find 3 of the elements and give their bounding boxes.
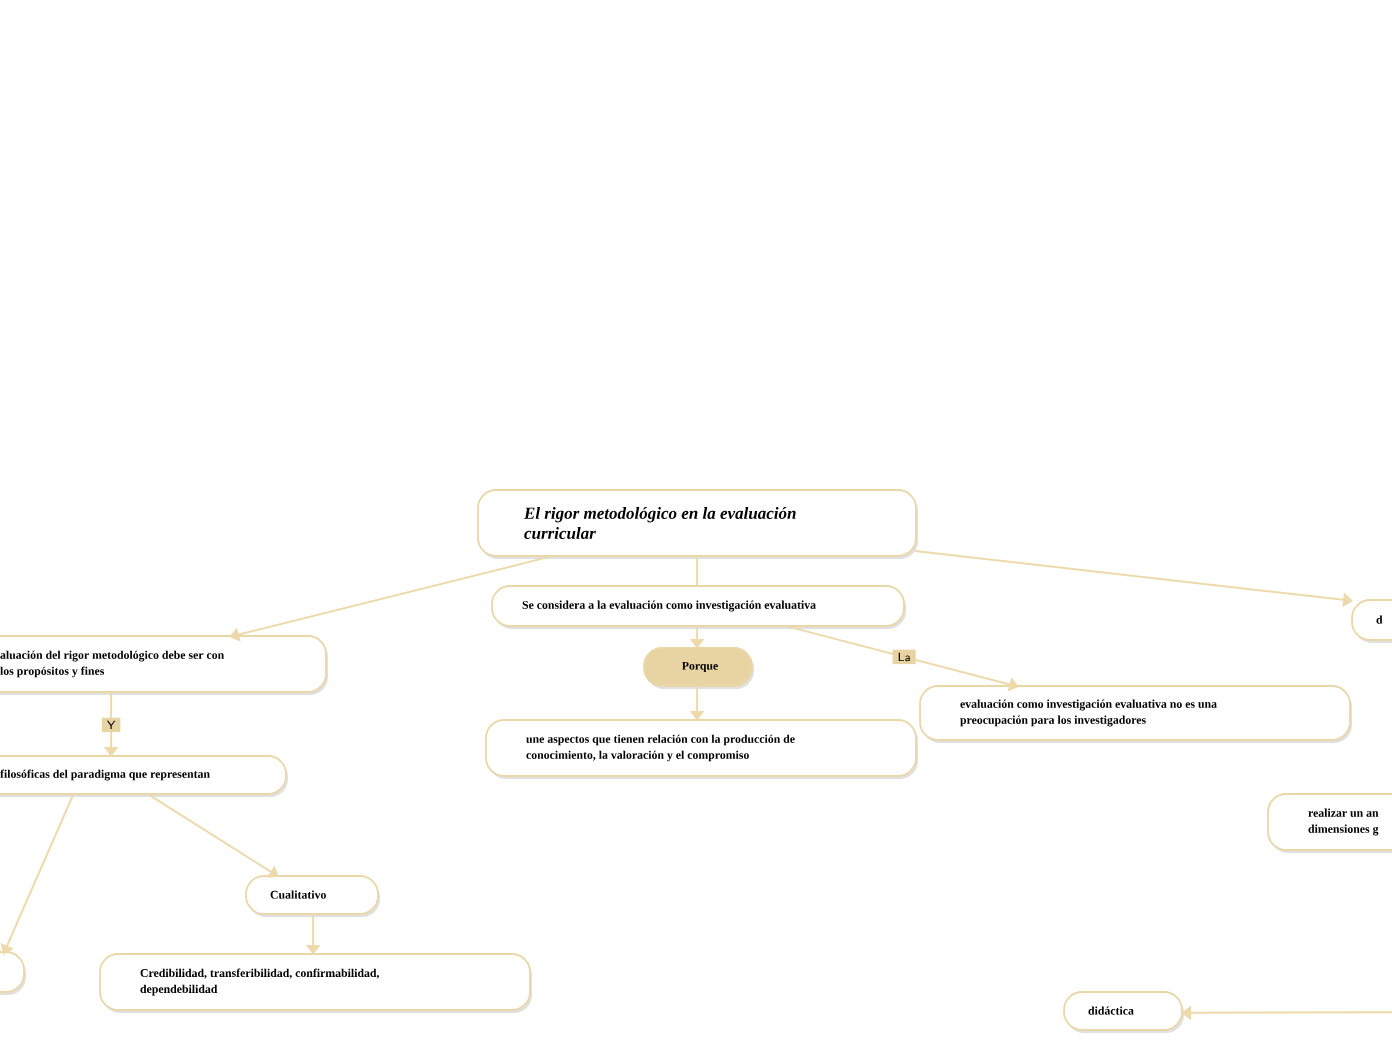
topic-box: El rigor metodológico en la evaluación curricular — [477, 489, 918, 559]
arrow — [0, 793, 75, 955]
concept-box — [0, 951, 26, 995]
